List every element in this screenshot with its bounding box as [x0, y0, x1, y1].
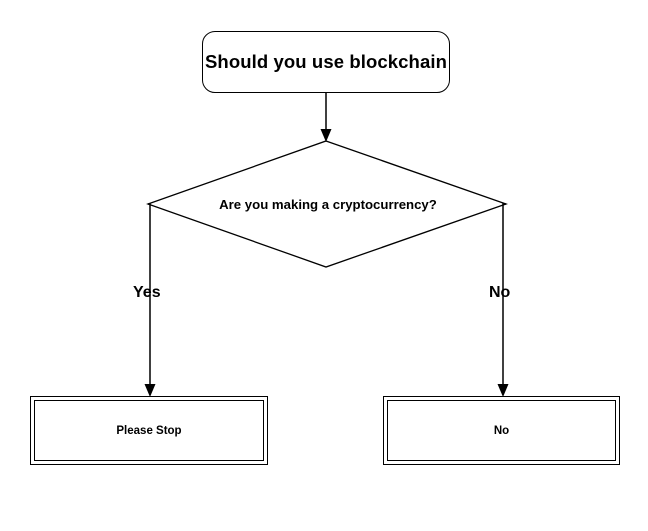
node-terminal-please-stop-inner: Please Stop	[34, 400, 264, 461]
edge-label-no: No	[489, 284, 511, 301]
edge-decision-to-stop-arrowhead	[144, 384, 156, 397]
edge-decision-to-no-arrowhead	[497, 384, 509, 397]
edge-start-to-decision-arrowhead	[320, 129, 332, 142]
node-start-label: Should you use blockchain	[204, 51, 447, 72]
node-terminal-no-inner: No	[387, 400, 616, 461]
decision-diamond-shape	[146, 140, 508, 268]
node-terminal-no-label: No	[493, 424, 510, 437]
edge-label-yes: Yes	[133, 284, 161, 301]
edge-decision-to-no-line	[502, 203, 506, 390]
node-terminal-please-stop[interactable]: Please Stop	[30, 396, 268, 465]
node-terminal-please-stop-label: Please Stop	[116, 424, 182, 437]
node-terminal-no[interactable]: No	[383, 396, 620, 465]
node-start-should-you-use-blockchain[interactable]: Should you use blockchain	[202, 31, 450, 93]
edge-decision-to-stop-line	[148, 203, 151, 390]
